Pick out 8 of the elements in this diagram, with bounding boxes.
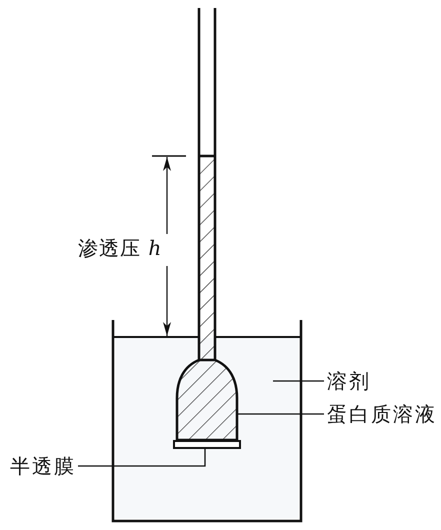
leader-line <box>273 380 324 382</box>
label-text: 半透膜 <box>10 454 76 478</box>
leader-line <box>78 448 206 467</box>
protein-solution-bulb <box>176 358 238 442</box>
dimension-label: 渗透压 h <box>78 236 162 260</box>
leader-line <box>237 413 324 415</box>
label-text: 蛋白质溶液 <box>327 402 437 426</box>
label-text: 溶剂 <box>327 369 371 393</box>
